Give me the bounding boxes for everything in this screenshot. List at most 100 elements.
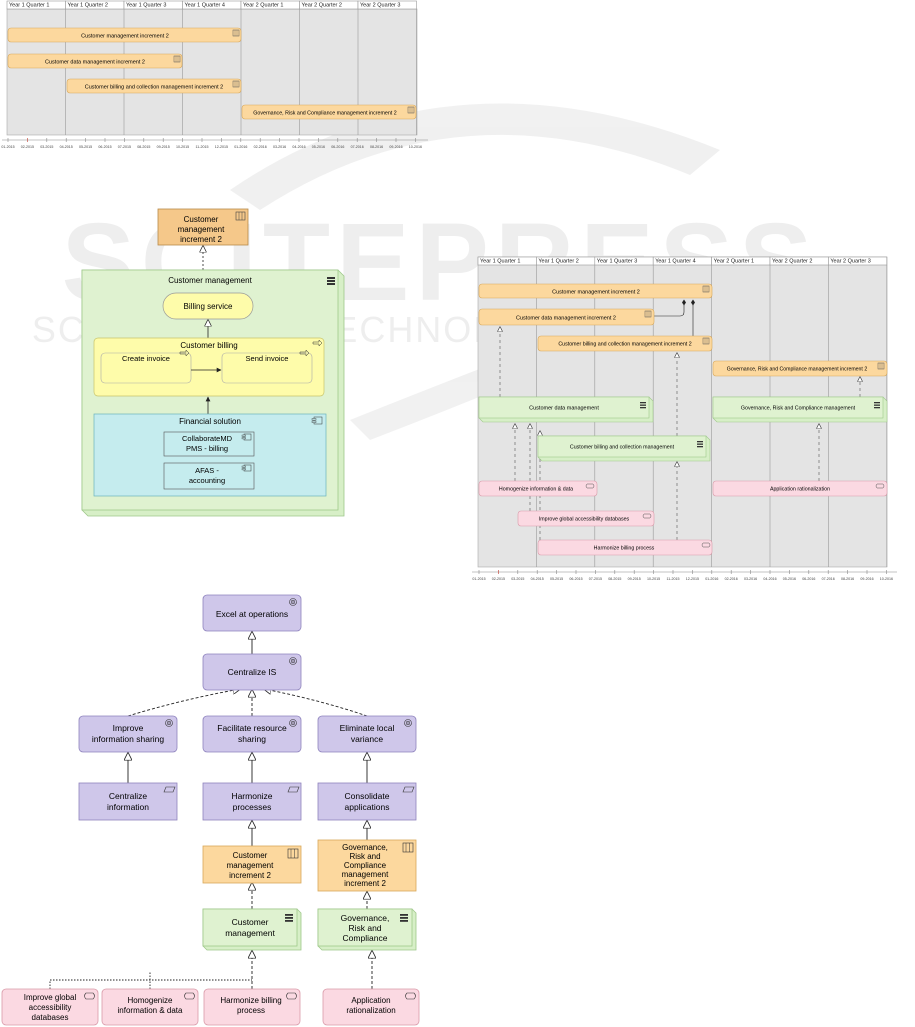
quarter-label: Year 1 Quarter 1 (9, 3, 49, 9)
axis-date-label: 07-2015 (589, 577, 602, 581)
svg-text:sharing: sharing (238, 734, 266, 744)
work-package-icon (184, 992, 195, 1000)
increment-bar[interactable]: Customer billing and collection manageme… (537, 335, 713, 352)
afas-app[interactable]: AFAS - accounting (163, 462, 255, 490)
svg-text:Send invoice: Send invoice (246, 354, 289, 363)
svg-text:Improve global accessibility d: Improve global accessibility databases (539, 517, 630, 523)
svg-text:Eliminate local: Eliminate local (340, 723, 395, 733)
node-bar[interactable]: Governance, Risk and Compliance manageme… (712, 396, 888, 423)
plateau-grc-increment[interactable]: Governance, Risk and Compliance manageme… (317, 839, 417, 892)
work-package-icon (232, 29, 240, 37)
svg-text:Customer: Customer (184, 215, 219, 224)
work-package-icon (235, 211, 246, 221)
axis-date-label: 08-2016 (841, 577, 854, 581)
svg-text:Customer data management incre: Customer data management increment 2 (45, 60, 145, 66)
requirement-centralize-information[interactable]: Centralize information (78, 782, 178, 821)
svg-text:Create invoice: Create invoice (122, 354, 170, 363)
quarter-label: Year 2 Quarter 1 (243, 3, 283, 9)
axis-date-label: 09-2016 (389, 145, 402, 149)
requirement-harmonize-processes[interactable]: Harmonize processes (202, 782, 302, 821)
axis-date-label: 01-2016 (234, 145, 247, 149)
work-package-icon (877, 362, 885, 370)
quarter-label: Year 1 Quarter 1 (480, 259, 520, 265)
node-icon (327, 277, 335, 285)
goal-icon (289, 719, 297, 727)
svg-text:Customer data management: Customer data management (529, 406, 599, 412)
motivation-connectors (49, 632, 372, 989)
collaboratemd-app[interactable]: CollaborateMD PMS - billing (163, 431, 255, 457)
svg-text:applications: applications (345, 802, 390, 812)
work-package-homogenize-information[interactable]: Homogenize information & data (101, 988, 199, 1026)
axis-date-label: 09-2016 (860, 577, 873, 581)
increment-bar[interactable]: Customer management increment 2 (7, 27, 242, 43)
increment-bar[interactable]: Customer billing and collection manageme… (66, 78, 242, 94)
quarter-label: Year 1 Quarter 3 (597, 259, 637, 265)
quarter-header (357, 0, 417, 10)
process-icon (312, 339, 323, 347)
component-icon (241, 464, 252, 472)
axis-date-label: 04-2015 (60, 145, 73, 149)
customer-management-increment[interactable]: Customer management increment 2 (157, 208, 249, 246)
increment-bar[interactable]: Customer data management increment 2 (7, 53, 183, 69)
svg-text:Application: Application (351, 996, 390, 1005)
increment-bar[interactable]: Governance, Risk and Compliance manageme… (712, 360, 888, 377)
node-icon (640, 402, 646, 409)
node-grc[interactable]: Governance, Risk and Compliance (317, 908, 417, 951)
node-bar[interactable]: Customer billing and collection manageme… (537, 435, 711, 462)
requirement-icon (163, 786, 176, 793)
billing-service[interactable]: Billing service (162, 292, 254, 320)
work-package-bar[interactable]: Harmonize billing process (537, 539, 713, 556)
node-customer-management[interactable]: Customer management (202, 908, 302, 951)
svg-text:Excel at operations: Excel at operations (216, 609, 288, 619)
axis-date-label: 08-2015 (608, 577, 621, 581)
svg-text:Centralize IS: Centralize IS (228, 667, 277, 677)
axis-date-label: 03-2016 (744, 577, 757, 581)
goal-excel-at-operations[interactable]: Excel at operations (202, 594, 302, 632)
svg-text:accessibility: accessibility (29, 1003, 72, 1012)
goal-facilitate-resource-sharing[interactable]: Facilitate resource sharing (202, 715, 302, 753)
axis-date-label: 10-2016 (880, 577, 893, 581)
svg-text:Governance,: Governance, (341, 913, 390, 923)
goal-centralize-is[interactable]: Centralize IS (202, 653, 302, 691)
increment-bar[interactable]: Customer management increment 2 (478, 283, 713, 299)
send-invoice[interactable]: Send invoice (221, 349, 313, 384)
node-icon (285, 914, 293, 922)
svg-text:management: management (227, 861, 274, 870)
work-package-bar[interactable]: Improve global accessibility databases (517, 510, 655, 527)
work-package-harmonize-billing[interactable]: Harmonize billing process (203, 988, 301, 1026)
axis-date-label: 11-2015 (196, 145, 209, 149)
quarter-label: Year 1 Quarter 3 (126, 3, 166, 9)
requirement-consolidate-applications[interactable]: Consolidate applications (317, 782, 417, 821)
work-package-bar[interactable]: Homogenize information & data (478, 480, 598, 497)
work-package-bar[interactable]: Application rationalization (712, 480, 888, 497)
goal-eliminate-local-variance[interactable]: Eliminate local variance (317, 715, 417, 753)
svg-text:Harmonize billing: Harmonize billing (220, 996, 281, 1005)
svg-text:Harmonize: Harmonize (231, 791, 272, 801)
work-package-icon (644, 310, 652, 318)
svg-text:Customer: Customer (233, 851, 268, 860)
goal-improve-information-sharing[interactable]: Improve information sharing (78, 715, 178, 753)
node-bar[interactable]: Customer data management (478, 396, 654, 423)
increment-bar[interactable]: Customer data management increment 2 (478, 308, 655, 326)
axis-date-label: 06-2016 (331, 145, 344, 149)
svg-text:information: information (107, 802, 149, 812)
svg-text:management: management (178, 225, 225, 234)
work-package-application-rationalization[interactable]: Application rationalization (322, 988, 420, 1026)
increment-bar[interactable]: Governance, Risk and Compliance manageme… (241, 104, 417, 120)
svg-text:Governance, Risk and Complianc: Governance, Risk and Compliance manageme… (253, 111, 396, 117)
work-package-icon (642, 513, 652, 519)
create-invoice[interactable]: Create invoice (100, 349, 192, 384)
node-icon (697, 441, 703, 448)
svg-text:variance: variance (351, 734, 383, 744)
work-package-icon (84, 992, 95, 1000)
goal-icon (289, 598, 297, 606)
axis-date-label: 01-2016 (705, 577, 718, 581)
plateau-customer-management-increment[interactable]: Customer management increment 2 (202, 845, 302, 884)
work-package-improve-global-accessibility[interactable]: Improve global accessibility databases (1, 988, 99, 1026)
svg-text:management: management (342, 870, 389, 879)
work-package-icon (407, 106, 415, 114)
work-package-icon (173, 55, 181, 63)
svg-text:Risk and: Risk and (348, 923, 381, 933)
axis-date-label: 09-2015 (628, 577, 641, 581)
